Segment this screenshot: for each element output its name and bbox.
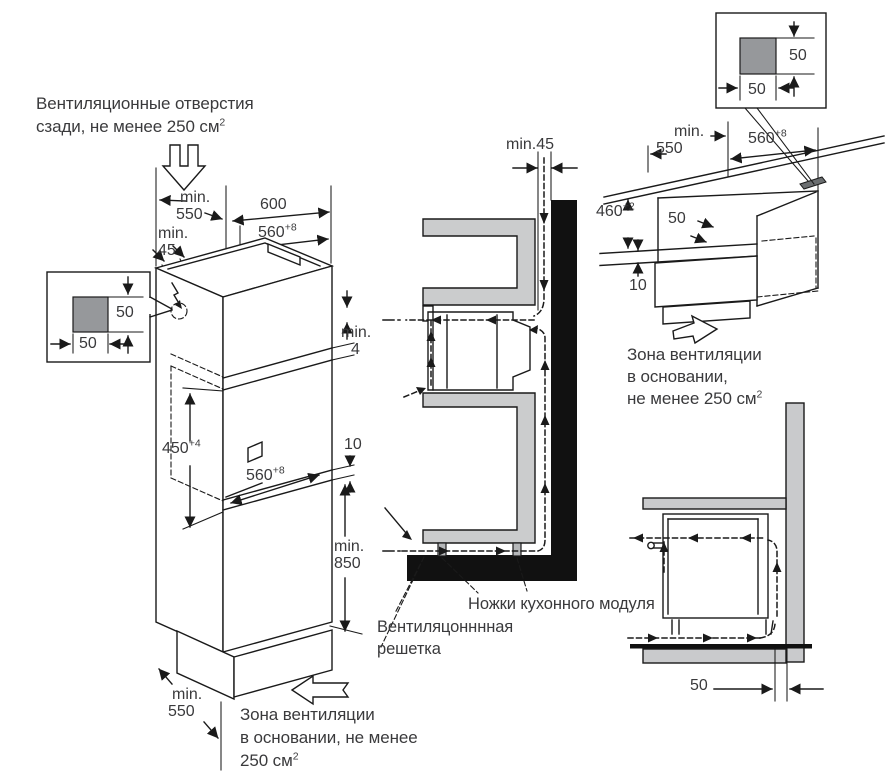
inset-left-50-height: 50 <box>116 304 134 321</box>
cabinet-leg <box>512 542 522 557</box>
vent-rear-line2: сзади, не менее 250 см2 <box>36 116 226 136</box>
dim-min550-right: min. 550 <box>656 123 705 157</box>
airflow-arrow-down-icon <box>161 144 207 192</box>
vent-square <box>739 37 777 75</box>
vent-hole-detail-inset-right <box>715 12 827 109</box>
upper-cabinet-section <box>422 218 536 306</box>
plinth-base <box>642 648 787 664</box>
dim-450: 450+4 <box>162 437 201 457</box>
vent-rear-line1: Вентиляционные отверстия <box>36 94 254 113</box>
dim-min550-top: min. 550 <box>176 189 211 223</box>
worktop <box>642 497 787 510</box>
dim-10-right: 10 <box>629 277 647 294</box>
dim-50-bottom: 50 <box>690 677 708 694</box>
vent-hole-detail-inset <box>46 271 173 363</box>
undercounter-section-view <box>627 402 824 702</box>
dim-min550-bottom: min. 550 <box>168 686 203 720</box>
dim-460: 460+2 <box>596 200 635 220</box>
dim-560-top: 560+8 <box>258 221 297 241</box>
floor <box>407 555 577 581</box>
power-connection-icon <box>171 282 181 306</box>
tall-cabinet-view <box>46 144 363 771</box>
oven-outline <box>662 513 769 619</box>
dim-min45-middle: min.45 <box>506 136 555 153</box>
oven-section <box>427 311 531 391</box>
airflow-arrow-right-icon <box>672 314 719 345</box>
vent-rear-annotation: Вентиляционные отверстия сзади, не менее… <box>36 92 254 138</box>
zone-right-annotation: Зона вентиляции в основании, не менее 25… <box>627 345 763 408</box>
dim-min850: min. 850 <box>334 538 365 572</box>
dim-50-rear-vent: 50 <box>668 210 686 227</box>
wall <box>551 200 577 555</box>
vertical-section-view <box>380 151 578 648</box>
door-handle <box>647 541 655 550</box>
dim-560-niche: 560+8 <box>246 464 285 484</box>
undercounter-view <box>599 12 885 345</box>
vent-square <box>72 296 109 333</box>
dim-560-right: 560+8 <box>748 127 787 147</box>
floor-line <box>630 644 812 649</box>
lower-cabinet-section <box>422 392 536 544</box>
dim-600: 600 <box>260 196 287 213</box>
dim-min45-left: min. 45 <box>158 225 189 259</box>
grille-caption: Вентиляцонннная решетка <box>377 618 514 658</box>
wall <box>785 402 805 663</box>
legs-caption: Ножки кухонного модуля <box>468 595 655 613</box>
dim-min4: min. 4 <box>341 324 372 358</box>
airflow-arrow-left-icon <box>290 674 350 706</box>
inset-right-50-height: 50 <box>789 47 807 64</box>
dim-10-left: 10 <box>344 436 362 453</box>
inset-left-50-width: 50 <box>79 335 97 352</box>
inset-right-50-width: 50 <box>748 81 766 98</box>
zone-left-annotation: Зона вентиляции в основании, не менее 25… <box>240 705 418 770</box>
